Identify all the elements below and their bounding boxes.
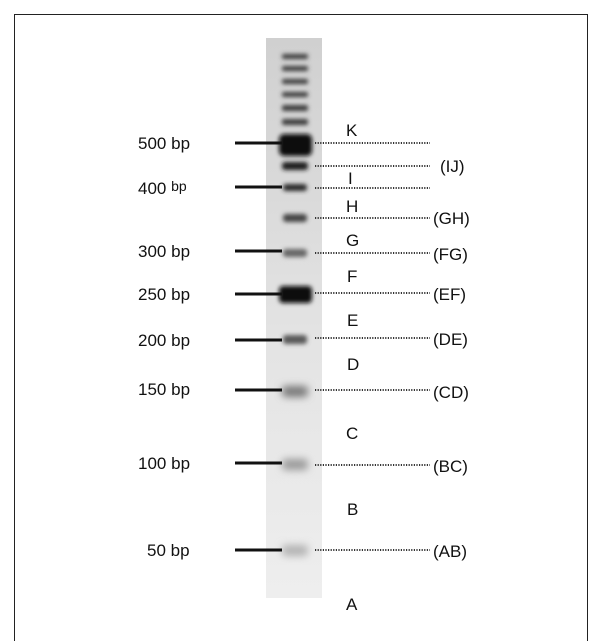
band-400 (283, 184, 307, 191)
size-label-500: 500 bp (138, 134, 191, 153)
segment-label-g: G (346, 231, 360, 250)
segment-label-f: F (347, 267, 358, 286)
gel-band (282, 92, 308, 97)
size-label-250: 250 bp (138, 285, 191, 304)
pair-label-de: (DE) (433, 330, 468, 349)
main-bands (279, 134, 312, 556)
segment-label-e: E (347, 311, 359, 330)
pair-label-gh: (GH) (433, 209, 470, 228)
pair-label-ef: (EF) (433, 285, 467, 304)
segment-label-k: K (346, 121, 358, 140)
size-label-50: 50 bp (147, 541, 190, 560)
band-150 (282, 386, 308, 397)
dotted-lines (315, 142, 430, 551)
segment-label-a: A (346, 595, 358, 614)
band-300 (283, 249, 307, 257)
size-label-200: 200 bp (138, 331, 191, 350)
size-label-300: 300 bp (138, 242, 191, 261)
pair-label-ab: (AB) (433, 542, 467, 561)
gel-band (282, 105, 308, 111)
pair-label-fg: (FG) (433, 245, 468, 264)
band-500 (279, 134, 312, 156)
upper-ladder-bands (282, 54, 308, 125)
size-label-100: 100 bp (138, 454, 191, 473)
gel-band (282, 79, 308, 84)
size-label-150: 150 bp (138, 380, 191, 399)
gel-band (282, 119, 308, 125)
segment-label-i: I (348, 169, 353, 188)
size-label-400: 400 bp (138, 178, 187, 198)
segment-label-h: H (346, 197, 359, 216)
band-100 (282, 459, 308, 470)
gel-band (282, 54, 308, 59)
segment-label-c: C (346, 424, 359, 443)
segment-label-b: B (347, 500, 359, 519)
pair-label-bc: (BC) (433, 457, 468, 476)
gel-band (282, 66, 308, 71)
gel-lane (266, 38, 322, 598)
pair-label-ij: (IJ) (440, 157, 465, 176)
band-50 (282, 545, 308, 556)
figure-frame (14, 14, 588, 641)
pair-label-cd: (CD) (433, 383, 469, 402)
band-ij (282, 162, 308, 170)
band-gh (283, 214, 307, 222)
band-200 (283, 335, 307, 344)
band-250 (279, 286, 312, 303)
segment-label-d: D (347, 355, 360, 374)
size-marker-lines (235, 141, 282, 552)
